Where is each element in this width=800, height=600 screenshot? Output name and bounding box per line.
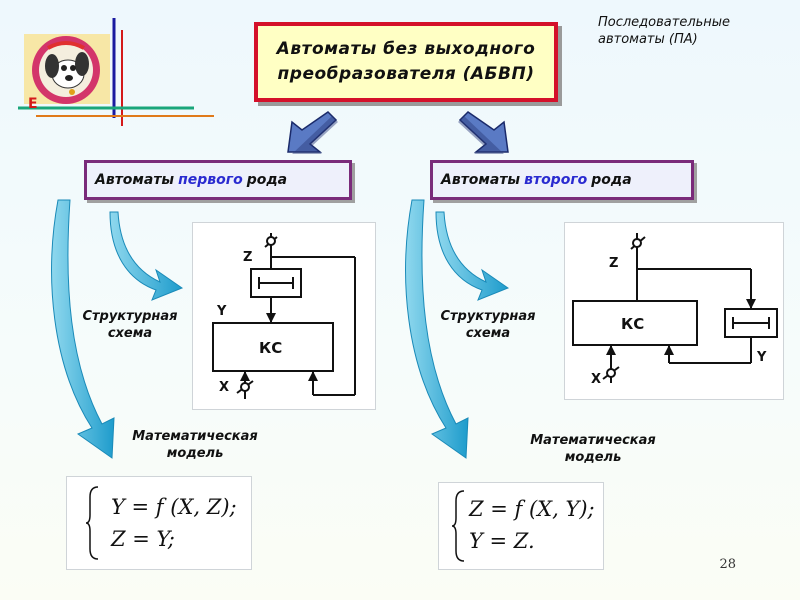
formula-left-line-1: Y = f (X, Z); xyxy=(111,495,237,519)
math-label-left: Математическая модель xyxy=(112,428,278,462)
math-left-line-2: модель xyxy=(166,446,224,461)
formula-right-line-2: Y = Z. xyxy=(469,529,535,553)
second-kind-highlight: второго xyxy=(524,172,588,188)
curved-arrows-left-icon xyxy=(51,199,184,459)
arrow-down-left-icon xyxy=(287,111,338,154)
math-right-line-2: модель xyxy=(564,450,622,465)
page-number: 28 xyxy=(719,557,736,572)
second-kind-prefix: Автоматы xyxy=(441,172,521,188)
structural-left-line-2: схема xyxy=(107,326,153,341)
diagram-left-block: КС xyxy=(259,339,282,357)
sequential-line-2: автоматы (ПА) xyxy=(598,32,698,47)
formula-right-line-1: Z = f (X, Y); xyxy=(469,497,595,521)
sequential-automata-label: Последовательные автоматы (ПА) xyxy=(598,14,788,48)
diagram-right-z: Z xyxy=(609,256,618,271)
second-kind-suffix: рода xyxy=(591,172,632,188)
formula-left-line-2: Z = Y; xyxy=(111,527,175,551)
diagram-right-y: Y xyxy=(756,350,767,365)
math-label-right: Математическая модель xyxy=(510,432,676,466)
math-right-line-1: Математическая xyxy=(530,433,656,448)
structural-label-right: Структурная схема xyxy=(430,308,546,342)
brace-left-icon xyxy=(85,486,99,560)
diagram-right-block: КС xyxy=(621,315,644,333)
first-kind-box: Автоматы первого рода xyxy=(84,160,352,200)
diagram-left-x: X xyxy=(219,380,229,395)
structural-right-line-2: схема xyxy=(465,326,511,341)
curved-arrows-right-icon xyxy=(405,199,510,459)
math-left-line-1: Математическая xyxy=(132,429,258,444)
second-kind-box: Автоматы второго рода xyxy=(430,160,694,200)
diagram-left-z: Z xyxy=(243,250,252,265)
first-kind-suffix: рода xyxy=(246,172,288,188)
first-kind-highlight: первого xyxy=(178,172,243,188)
dog-logo-icon: E xyxy=(18,18,214,126)
sequential-line-1: Последовательные xyxy=(598,15,731,30)
structural-label-left: Структурная схема xyxy=(72,308,188,342)
first-kind-prefix: Автоматы xyxy=(95,172,175,188)
logo: E xyxy=(18,18,218,128)
circuit-first-kind: Z Y X КС xyxy=(212,233,356,399)
formula-first-kind: Y = f (X, Z); Z = Y; xyxy=(66,476,252,570)
structural-diagram-second-kind: Z Y X КС xyxy=(564,222,784,400)
svg-text:E: E xyxy=(28,96,38,112)
structural-right-line-1: Структурная xyxy=(440,309,536,324)
formula-second-kind: Z = f (X, Y); Y = Z. xyxy=(438,482,604,570)
title-line-1: Автоматы без выходного xyxy=(276,39,536,59)
structural-diagram-first-kind: Z Y X КС xyxy=(192,222,376,410)
structural-left-line-1: Структурная xyxy=(82,309,178,324)
title-box: Автоматы без выходного преобразователя (… xyxy=(254,22,558,102)
brace-right-icon xyxy=(451,490,465,562)
arrow-down-right-icon xyxy=(458,111,509,154)
title-line-2: преобразователя (АБВП) xyxy=(277,64,535,84)
diagram-right-x: X xyxy=(591,372,601,387)
circuit-second-kind: Z Y X КС xyxy=(572,233,778,387)
diagram-left-y: Y xyxy=(216,304,227,319)
